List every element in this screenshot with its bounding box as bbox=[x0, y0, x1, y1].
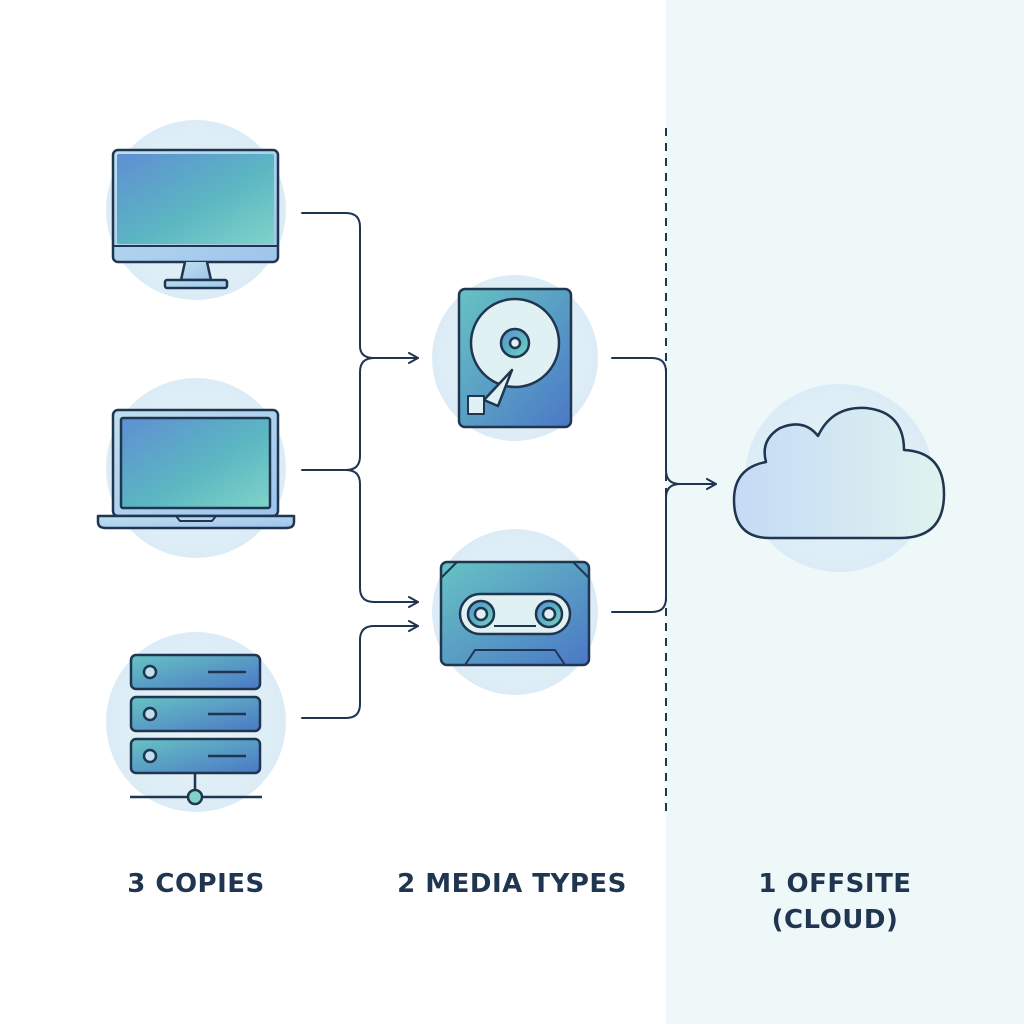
label-1-offsite: 1 OFFSITE (CLOUD) bbox=[720, 866, 950, 938]
label-2-media-types: 2 MEDIA TYPES bbox=[397, 869, 627, 899]
label-offsite-line1: 1 OFFSITE bbox=[758, 869, 912, 899]
hard-drive-icon bbox=[457, 287, 573, 429]
connector-hard-drive bbox=[611, 357, 717, 490]
connector-desktop bbox=[301, 212, 419, 364]
cloud-icon bbox=[732, 406, 946, 540]
connector-laptop-tape bbox=[345, 469, 419, 608]
label-offsite-line2: (CLOUD) bbox=[771, 905, 899, 935]
laptop-icon bbox=[96, 408, 296, 530]
connector-tape bbox=[611, 483, 681, 613]
desktop-monitor-icon bbox=[111, 148, 280, 290]
connector-laptop bbox=[301, 357, 375, 471]
tape-cassette-icon bbox=[439, 560, 591, 667]
label-3-copies: 3 COPIES bbox=[127, 869, 265, 899]
server-rack-icon bbox=[129, 653, 262, 806]
connector-server bbox=[301, 620, 419, 719]
